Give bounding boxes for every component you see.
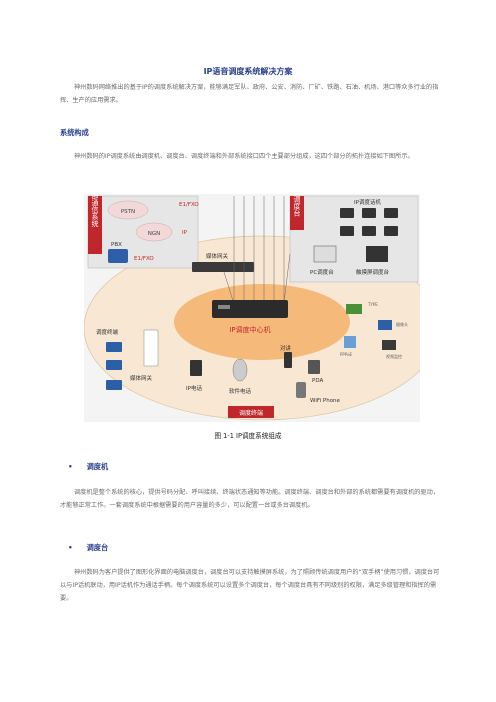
- right-small-label-3: PPPoE: [340, 352, 353, 357]
- bullet-dot: •: [68, 543, 73, 552]
- ip-phone-icon-4: [340, 226, 354, 236]
- right-device-3: [344, 336, 356, 348]
- center-device-icon: [212, 300, 288, 318]
- bullet-dot: •: [68, 462, 73, 471]
- ip-phone-icon-3: [384, 208, 398, 218]
- external-label-bar: [88, 196, 102, 254]
- page-title: IP语音调度系统解决方案: [203, 67, 293, 76]
- right-device-1: [346, 304, 362, 314]
- figure-caption: 图 1-1 IP调度系统组成: [214, 432, 282, 440]
- console-paragraph: 神州数码为客户提供了图形化界面的电脑调度台，调度台可以支持触摸屏系统，为了照顾传…: [60, 569, 440, 602]
- pc-console-icon: [313, 245, 337, 263]
- ip-phone-label: IP电话: [186, 384, 202, 392]
- bullet-heading-text: 调度台: [86, 543, 109, 552]
- right-small-label-4: 视频监控: [386, 353, 402, 359]
- softphone-label: 软件电话: [229, 387, 252, 395]
- bullet-heading-dispatcher: • 调度机: [68, 462, 108, 472]
- touch-console-icon: [366, 246, 388, 262]
- e1-bottom-label: E1/FXO: [134, 256, 154, 262]
- right-small-label-1: TYPE: [367, 302, 378, 307]
- ip-phone-top-label: IP调度话机: [354, 198, 381, 206]
- ip-phone-icon-2: [362, 208, 376, 218]
- pstn-cloud: [107, 200, 149, 220]
- section-heading: 系统构成: [60, 128, 89, 137]
- ip-phone-icon-5: [362, 226, 376, 236]
- wifi-phone-icon: [296, 382, 306, 398]
- system-diagram: 外部通信系统 PSTN NGN E1/FXO IP PBX E1/FXO 媒体网…: [84, 194, 420, 422]
- center-label: IP调度中心机: [229, 325, 270, 334]
- media-gw-top-label: 媒体网关: [206, 252, 229, 260]
- pbx-icon: [108, 249, 128, 263]
- ip-phone-icon-1: [340, 208, 354, 218]
- center-ellipse: [174, 284, 350, 360]
- bullet-heading-text: 调度机: [86, 462, 109, 471]
- e1-top-label: E1/FXO: [179, 202, 199, 208]
- ip-phone-icon-6: [384, 226, 398, 236]
- right-small-label-2: 摄像头: [396, 321, 408, 327]
- terminal-phone-1: [106, 342, 122, 352]
- center-device-detail: [218, 305, 230, 309]
- radio-label: 对讲: [280, 344, 292, 352]
- right-device-4: [382, 340, 396, 350]
- dispatcher-paragraph: 调度机是整个系统的核心，提供号码分配、呼叫接续、终端状态通知等功能。调度终端、调…: [60, 489, 440, 509]
- radio-icon: [284, 352, 292, 368]
- pstn-label: PSTN: [121, 209, 135, 215]
- console-label-bar: [290, 196, 304, 230]
- terminal-label: 调度终端: [96, 328, 119, 336]
- pbx-label: PBX: [111, 242, 122, 248]
- ngn-cloud: [135, 222, 173, 242]
- terminal-phone-3: [106, 380, 122, 390]
- console-label: 调度台: [293, 195, 301, 218]
- ip-tag-label: IP: [182, 230, 188, 236]
- section-paragraph: 神州数码的IP调度系统由调度机、调度台、调度终端和外部系统接口四个主要部分组成，…: [74, 153, 414, 160]
- pc-console-label: PC调度台: [310, 268, 334, 276]
- bottom-terminal-bar: [228, 406, 274, 418]
- ngn-label: NGN: [148, 231, 161, 237]
- media-gw-left-icon: [143, 329, 159, 367]
- media-gw-top-icon: [192, 262, 254, 272]
- bullet-heading-console: • 调度台: [68, 543, 108, 553]
- touch-console-label: 触摸屏调度台: [356, 268, 390, 276]
- pda-icon: [308, 360, 320, 374]
- right-device-2: [378, 320, 392, 330]
- media-gw-left-label: 媒体网关: [130, 374, 153, 382]
- ip-phone-bottom-icon: [190, 360, 202, 376]
- connection-lines: [223, 196, 291, 305]
- terminal-phone-2: [106, 360, 122, 370]
- pda-label: PDA: [312, 378, 323, 384]
- softphone-icon: [232, 358, 248, 382]
- wifi-phone-label: WiFi Phone: [310, 398, 341, 404]
- external-label: 外部通信系统: [91, 194, 99, 228]
- bottom-terminal-label: 调度终端: [239, 409, 263, 417]
- intro-paragraph: 神州数码网络推出的基于IP的调度系统解决方案，能够满足军队、政府、公安、消防、厂…: [60, 84, 439, 104]
